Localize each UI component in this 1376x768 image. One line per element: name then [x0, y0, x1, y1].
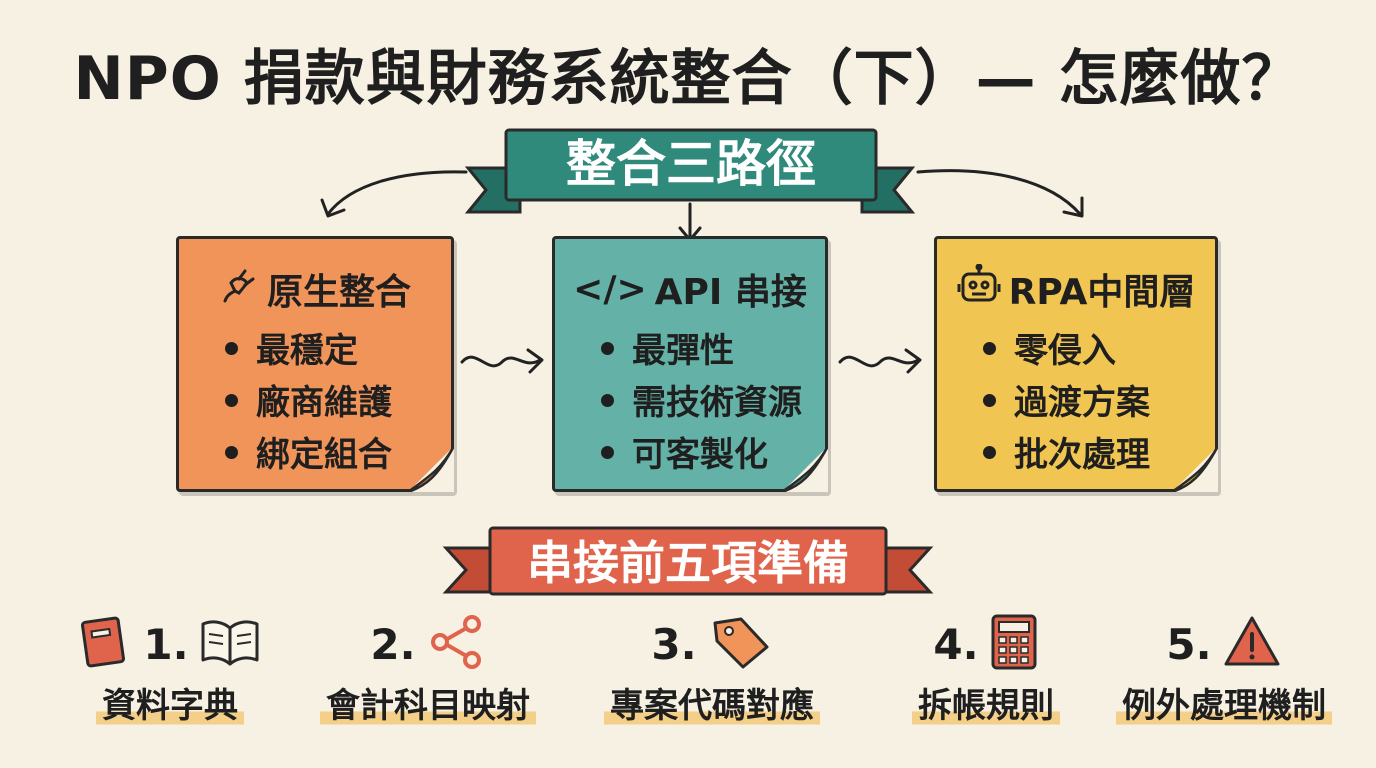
- path-card-list: 零侵入 過渡方案 批次處理: [983, 325, 1150, 481]
- path-card-list: 最彈性 需技術資源 可客製化: [601, 325, 802, 481]
- robot-icon: [957, 263, 1001, 315]
- path-card-title: API 串接: [654, 272, 807, 313]
- path-card-rpa: RPA中間層 零侵入 過渡方案 批次處理: [934, 236, 1218, 492]
- list-item: 最穩定: [225, 325, 392, 377]
- step-number: 4.: [933, 619, 979, 669]
- path-card-title: 原生整合: [266, 272, 411, 313]
- list-item: 綁定組合: [225, 429, 392, 481]
- step-label: 例外處理機制: [1116, 684, 1332, 728]
- list-item: 廠商維護: [225, 377, 392, 429]
- plug-icon: [219, 265, 259, 314]
- list-item: 最彈性: [601, 325, 802, 377]
- step-number: 3.: [651, 619, 697, 669]
- path-card-native: 原生整合 最穩定 廠商維護 綁定組合: [176, 236, 454, 492]
- code-icon: </>: [573, 268, 647, 310]
- step-label: 拆帳規則: [912, 684, 1060, 728]
- step-number: 5.: [1166, 619, 1212, 669]
- tag-icon: [707, 613, 773, 675]
- path-card-header: RPA中間層: [937, 263, 1215, 315]
- calculator-icon: [989, 612, 1039, 676]
- warning-icon: [1222, 614, 1282, 674]
- page-curl: [408, 446, 454, 492]
- page-curl: [782, 446, 828, 492]
- page-title: NPO 捐款與財務系統整合（下）— 怎麼做？: [73, 44, 1303, 114]
- list-item: 過渡方案: [983, 377, 1150, 429]
- path-card-header: 原生整合: [179, 263, 451, 315]
- path-card-list: 最穩定 廠商維護 綁定組合: [225, 325, 392, 481]
- open-book-icon: [199, 616, 261, 672]
- list-item: 需技術資源: [601, 377, 802, 429]
- prep-step-3: 3. 專案代碼對應: [582, 612, 842, 728]
- step-label: 專案代碼對應: [604, 684, 820, 728]
- book-icon: [79, 614, 133, 674]
- prep-step-4: 4. 拆帳規則: [856, 612, 1116, 728]
- step-label: 會計科目映射: [320, 684, 536, 728]
- list-item: 零侵入: [983, 325, 1150, 377]
- prep-step-5: 5. 例外處理機制: [1094, 612, 1354, 728]
- share-icon: [426, 612, 486, 676]
- list-item: 批次處理: [983, 429, 1150, 481]
- step-label: 資料字典: [96, 684, 244, 728]
- path-card-api: </> API 串接 最彈性 需技術資源 可客製化: [552, 236, 828, 492]
- path-card-title: RPA中間層: [1008, 272, 1196, 313]
- banner-paths-label: 整合三路徑: [566, 135, 816, 193]
- step-number: 2.: [370, 619, 416, 669]
- path-card-header: </> API 串接: [555, 263, 825, 315]
- prep-step-2: 2. 會計科目映射: [298, 612, 558, 728]
- step-number: 1.: [143, 619, 189, 669]
- page-curl: [1172, 446, 1218, 492]
- list-item: 可客製化: [601, 429, 802, 481]
- prep-step-1: 1. 資料字典: [40, 612, 300, 728]
- banner-prep-label: 串接前五項準備: [527, 536, 849, 590]
